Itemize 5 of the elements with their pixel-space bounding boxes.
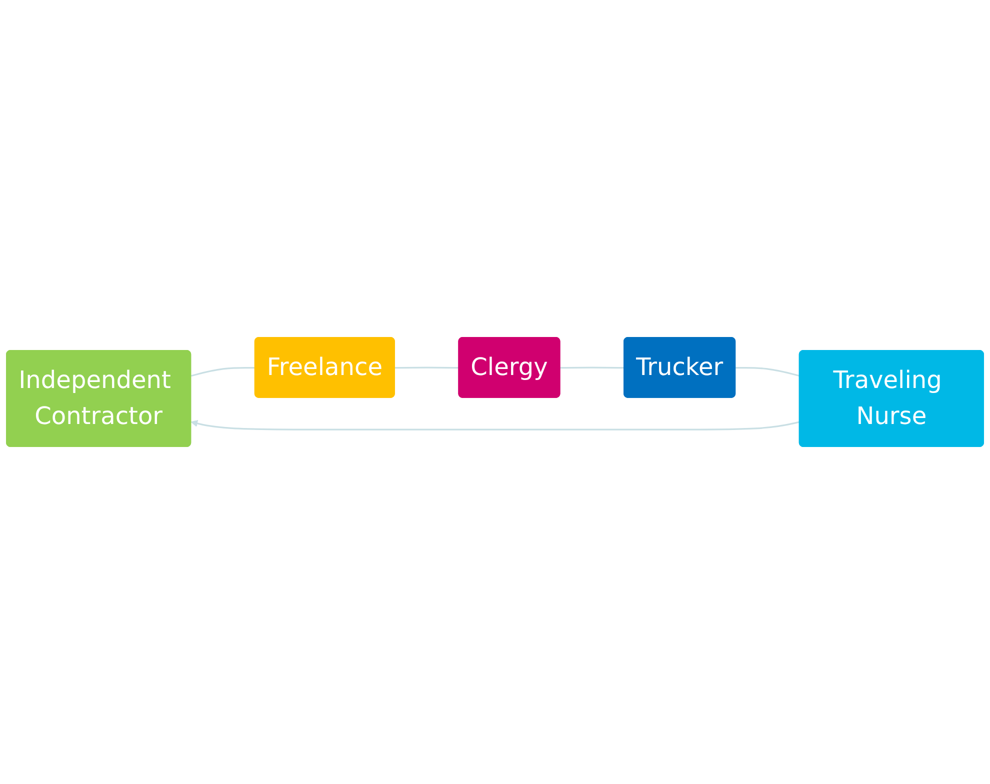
connector [394, 366, 460, 369]
connector [736, 366, 800, 377]
connector [560, 366, 624, 369]
connector [190, 366, 256, 377]
arrow [190, 420, 800, 430]
